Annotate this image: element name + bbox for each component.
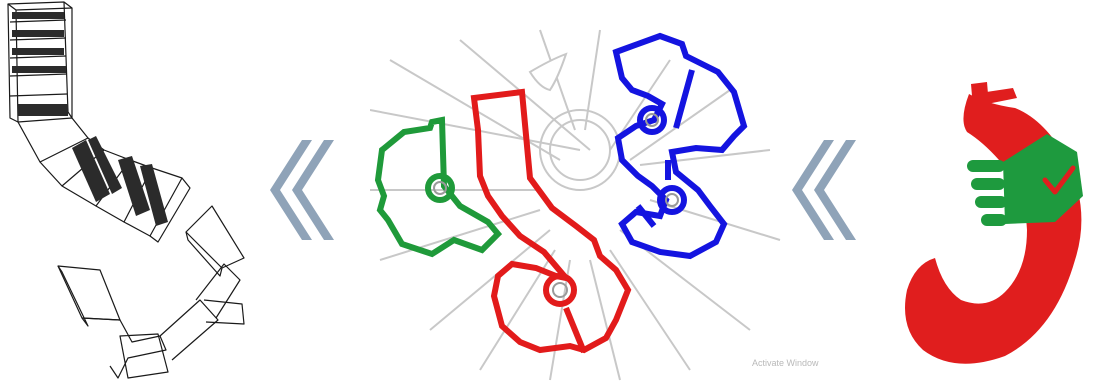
- site-plan: [370, 0, 790, 388]
- double-chevron-left-icon: [268, 140, 340, 240]
- massing-sketch: [0, 0, 260, 388]
- watermark-text: Activate Window: [752, 358, 819, 368]
- double-chevron-left-icon: [790, 140, 862, 240]
- concept-logo: [895, 80, 1095, 370]
